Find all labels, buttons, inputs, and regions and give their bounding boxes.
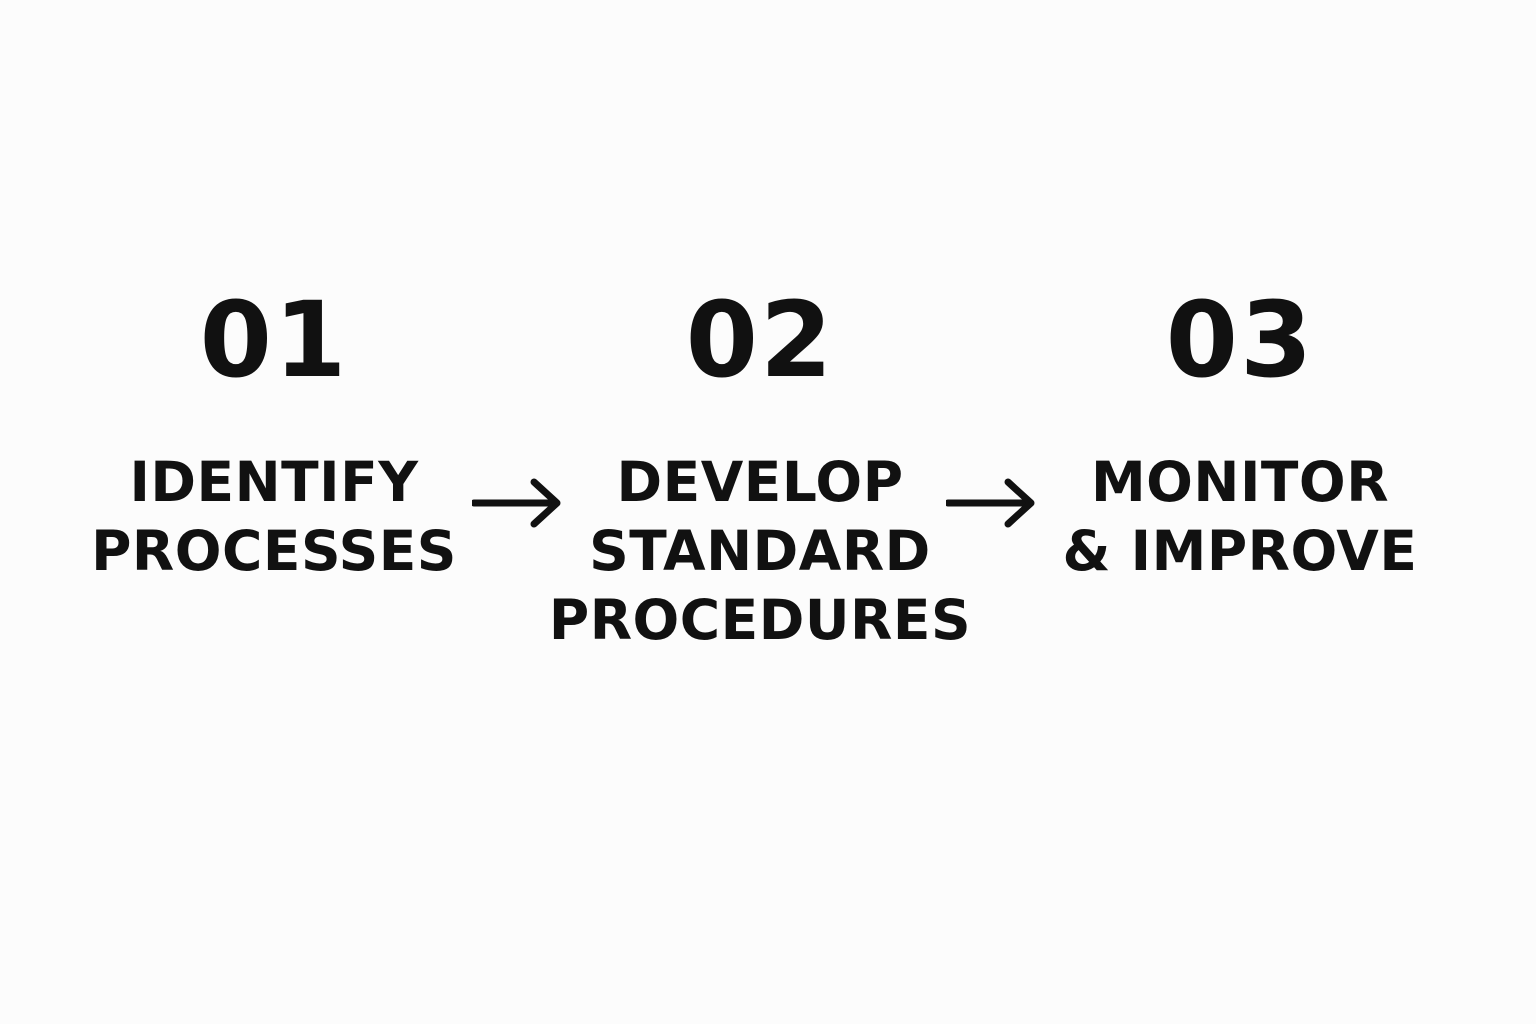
step-label: MONITOR & IMPROVE xyxy=(1020,448,1460,586)
step-number: 02 xyxy=(685,279,835,401)
step-label-line: IDENTIFY xyxy=(129,450,419,514)
step-label-line: MONITOR xyxy=(1090,450,1390,514)
right-arrow-icon xyxy=(472,478,562,528)
step-label-line: & IMPROVE xyxy=(1062,519,1418,583)
step-label: DEVELOP STANDARD PROCEDURES xyxy=(540,448,980,655)
step-label-line: DEVELOP xyxy=(616,450,904,514)
step-number: 01 xyxy=(199,279,349,401)
step-label: IDENTIFY PROCESSES xyxy=(54,448,494,586)
step-3: 03 MONITOR & IMPROVE xyxy=(1020,288,1460,586)
step-number: 03 xyxy=(1165,279,1315,401)
step-label-line: STANDARD xyxy=(589,519,931,583)
step-2: 02 DEVELOP STANDARD PROCEDURES xyxy=(540,288,980,655)
step-label-line: PROCEDURES xyxy=(548,588,972,652)
step-label-line: PROCESSES xyxy=(91,519,457,583)
step-1: 01 IDENTIFY PROCESSES xyxy=(54,288,494,586)
right-arrow-icon xyxy=(946,478,1036,528)
